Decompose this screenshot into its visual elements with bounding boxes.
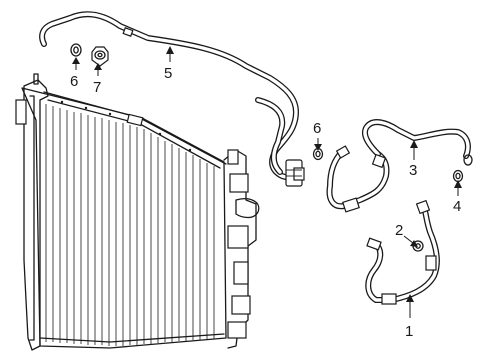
- callout-5: 5: [164, 65, 172, 82]
- cooler-line-3: [326, 119, 473, 213]
- leader-7: [94, 63, 102, 76]
- condenser-radiator: [15, 73, 260, 351]
- o-ring-4: [452, 169, 464, 183]
- leader-4: [454, 180, 462, 196]
- leader-6-left: [72, 57, 80, 70]
- callout-4: 4: [453, 198, 461, 215]
- o-ring-6-left: [70, 43, 82, 57]
- callout-7: 7: [93, 79, 101, 96]
- callout-6-left: 6: [70, 73, 78, 90]
- callout-2: 2: [395, 222, 403, 239]
- callout-6-middle: 6: [313, 120, 321, 137]
- callout-1: 1: [405, 323, 413, 340]
- leader-2: [403, 235, 418, 247]
- leader-5: [166, 46, 174, 62]
- cooler-line-5: [39, 11, 305, 187]
- fitting-7: [91, 46, 109, 67]
- callout-3: 3: [409, 162, 417, 179]
- condenser-fins: [45, 104, 215, 346]
- cooler-line-1: [365, 199, 440, 305]
- leader-3: [410, 140, 418, 160]
- leader-6-middle: [314, 138, 322, 151]
- leader-1: [406, 294, 414, 318]
